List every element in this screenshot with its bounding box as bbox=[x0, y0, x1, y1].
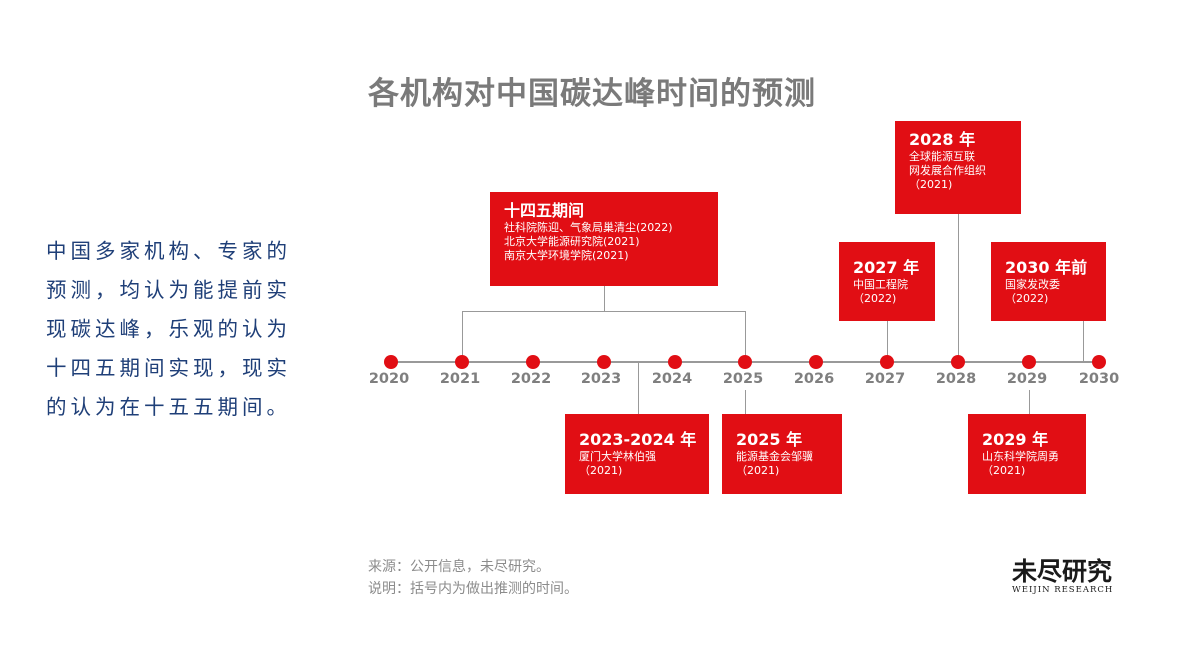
year-label-2024: 2024 bbox=[651, 371, 693, 387]
box-title: 十四五期间 bbox=[504, 201, 585, 220]
dot-2029 bbox=[1022, 355, 1036, 369]
connector-1445-bracket bbox=[462, 311, 746, 312]
year-label-2030: 2030 bbox=[1078, 371, 1120, 387]
box-line: 北京大学能源研究院(2021) bbox=[504, 235, 640, 248]
prediction-box-2027: 2027 年 中国工程院 （2022) bbox=[839, 242, 935, 321]
year-label-2029: 2029 bbox=[1006, 371, 1048, 387]
box-line: 社科院陈迎、气象局巢清尘(2022) bbox=[504, 221, 673, 234]
box-line: （2021) bbox=[736, 464, 780, 477]
connector-2030 bbox=[1083, 321, 1084, 362]
prediction-box-2029: 2029 年 山东科学院周勇 （2021) bbox=[968, 414, 1086, 494]
explanation-note: 说明：括号内为做出推测的时间。 bbox=[368, 581, 578, 597]
logo-english: WEIJIN RESEARCH bbox=[1012, 585, 1114, 595]
box-title: 2030 年前 bbox=[1005, 258, 1088, 277]
connector-2025-down bbox=[745, 390, 746, 414]
dot-2023 bbox=[597, 355, 611, 369]
box-title: 2023-2024 年 bbox=[579, 430, 697, 449]
dot-2025 bbox=[738, 355, 752, 369]
connector-2324 bbox=[638, 362, 639, 414]
box-line: 国家发改委 bbox=[1005, 278, 1060, 291]
prediction-box-2030: 2030 年前 国家发改委 （2022) bbox=[991, 242, 1106, 321]
connector-2021 bbox=[462, 311, 463, 362]
year-label-2021: 2021 bbox=[439, 371, 481, 387]
box-title: 2025 年 bbox=[736, 430, 803, 449]
box-line: （2022) bbox=[1005, 292, 1049, 305]
year-label-2022: 2022 bbox=[510, 371, 552, 387]
box-line: 能源基金会邹骥 bbox=[736, 450, 813, 463]
year-label-2027: 2027 bbox=[864, 371, 906, 387]
box-line: （2021) bbox=[579, 464, 623, 477]
dot-2026 bbox=[809, 355, 823, 369]
box-title: 2029 年 bbox=[982, 430, 1049, 449]
box-line: 厦门大学林伯强 bbox=[579, 450, 656, 463]
box-line: 南京大学环境学院(2021) bbox=[504, 249, 629, 262]
year-label-2028: 2028 bbox=[935, 371, 977, 387]
box-line: （2022) bbox=[853, 292, 897, 305]
prediction-box-2023-2024: 2023-2024 年 厦门大学林伯强 （2021) bbox=[565, 414, 709, 494]
box-line: （2021) bbox=[909, 178, 953, 191]
box-line: 全球能源互联 bbox=[909, 150, 975, 163]
dot-2020 bbox=[384, 355, 398, 369]
box-line: 网发展合作组织 bbox=[909, 164, 986, 177]
box-line: 中国工程院 bbox=[853, 278, 908, 291]
connector-2028 bbox=[958, 214, 959, 362]
logo-chinese: 未尽研究 bbox=[1012, 557, 1113, 586]
year-label-2023: 2023 bbox=[580, 371, 622, 387]
box-title: 2027 年 bbox=[853, 258, 920, 277]
box-line: （2021) bbox=[982, 464, 1026, 477]
box-title: 2028 年 bbox=[909, 130, 976, 149]
connector-2029 bbox=[1029, 390, 1030, 414]
connector-2025-up bbox=[745, 311, 746, 362]
dot-2027 bbox=[880, 355, 894, 369]
dot-2021 bbox=[455, 355, 469, 369]
box-line: 山东科学院周勇 bbox=[982, 450, 1059, 463]
dot-2022 bbox=[526, 355, 540, 369]
year-label-2026: 2026 bbox=[793, 371, 835, 387]
dot-2030 bbox=[1092, 355, 1106, 369]
prediction-box-14th-fyp: 十四五期间 社科院陈迎、气象局巢清尘(2022) 北京大学能源研究院(2021)… bbox=[490, 192, 718, 286]
connector-1445 bbox=[604, 286, 605, 312]
year-label-2020: 2020 bbox=[368, 371, 410, 387]
dot-2028 bbox=[951, 355, 965, 369]
connector-2027 bbox=[887, 321, 888, 362]
prediction-box-2025: 2025 年 能源基金会邹骥 （2021) bbox=[722, 414, 842, 494]
source-note: 来源：公开信息，未尽研究。 bbox=[368, 559, 550, 575]
prediction-box-2028: 2028 年 全球能源互联 网发展合作组织 （2021) bbox=[895, 121, 1021, 214]
page-title: 各机构对中国碳达峰时间的预测 bbox=[368, 76, 816, 112]
intro-text: 中国多家机构、专家的预测，均认为能提前实现碳达峰，乐观的认为十四五期间实现，现实… bbox=[46, 239, 291, 419]
year-label-2025: 2025 bbox=[722, 371, 764, 387]
dot-2024 bbox=[668, 355, 682, 369]
